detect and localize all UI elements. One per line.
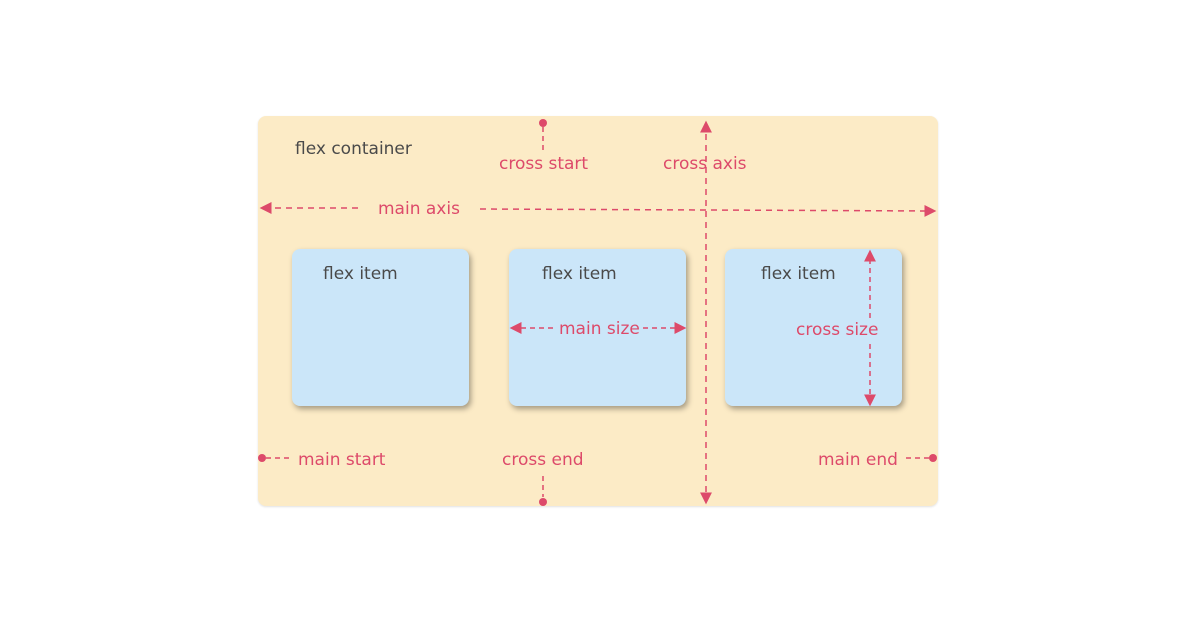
cross-size-label: cross size: [796, 320, 879, 340]
main-start-label: main start: [298, 450, 386, 470]
main-axis-label: main axis: [378, 199, 460, 219]
cross-axis-label: cross axis: [663, 154, 747, 174]
flex-item-1-label: flex item: [323, 264, 398, 284]
flex-item-3-label: flex item: [761, 264, 836, 284]
flex-item-1: [292, 249, 469, 406]
flex-item-2-label: flex item: [542, 264, 617, 284]
main-end-label: main end: [818, 450, 898, 470]
flex-container-label: flex container: [295, 139, 412, 159]
cross-end-label: cross end: [502, 450, 584, 470]
main-size-label: main size: [559, 319, 640, 339]
flex-item-3: [725, 249, 902, 406]
cross-start-label: cross start: [499, 154, 589, 174]
